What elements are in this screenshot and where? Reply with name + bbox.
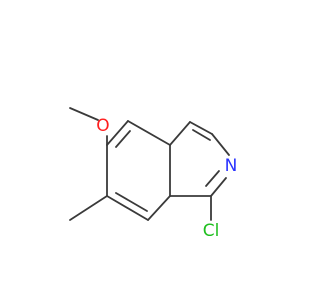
bond-group bbox=[69, 107, 230, 221]
bond-c5-c6-inner bbox=[115, 130, 131, 148]
structure-diagram: O N Cl bbox=[69, 107, 237, 241]
bond-c4a-c4 bbox=[169, 121, 191, 146]
bond-c7-c8 bbox=[106, 195, 149, 221]
bond-c4-c3 bbox=[189, 121, 213, 135]
oxygen-label: O bbox=[96, 116, 109, 136]
bond-c1-n2-inner bbox=[205, 170, 220, 187]
nitrogen-label: N bbox=[225, 156, 238, 176]
bond-c3-n2 bbox=[211, 133, 230, 156]
bond-c7-c8-inner bbox=[115, 192, 148, 212]
bond-c4-c3-inner bbox=[192, 129, 211, 141]
bond-c5-c6 bbox=[106, 120, 129, 146]
bond-c1-n2 bbox=[210, 177, 227, 197]
molecule-canvas: O N Cl bbox=[69, 107, 238, 241]
bond-c7-ch3 bbox=[69, 195, 108, 221]
bond-c8-c8a bbox=[147, 195, 171, 221]
atom-labels: O N Cl bbox=[96, 116, 237, 241]
bond-c4a-c5 bbox=[127, 120, 171, 146]
chlorine-label: Cl bbox=[203, 221, 220, 241]
bond-o-ch3 bbox=[69, 107, 99, 121]
